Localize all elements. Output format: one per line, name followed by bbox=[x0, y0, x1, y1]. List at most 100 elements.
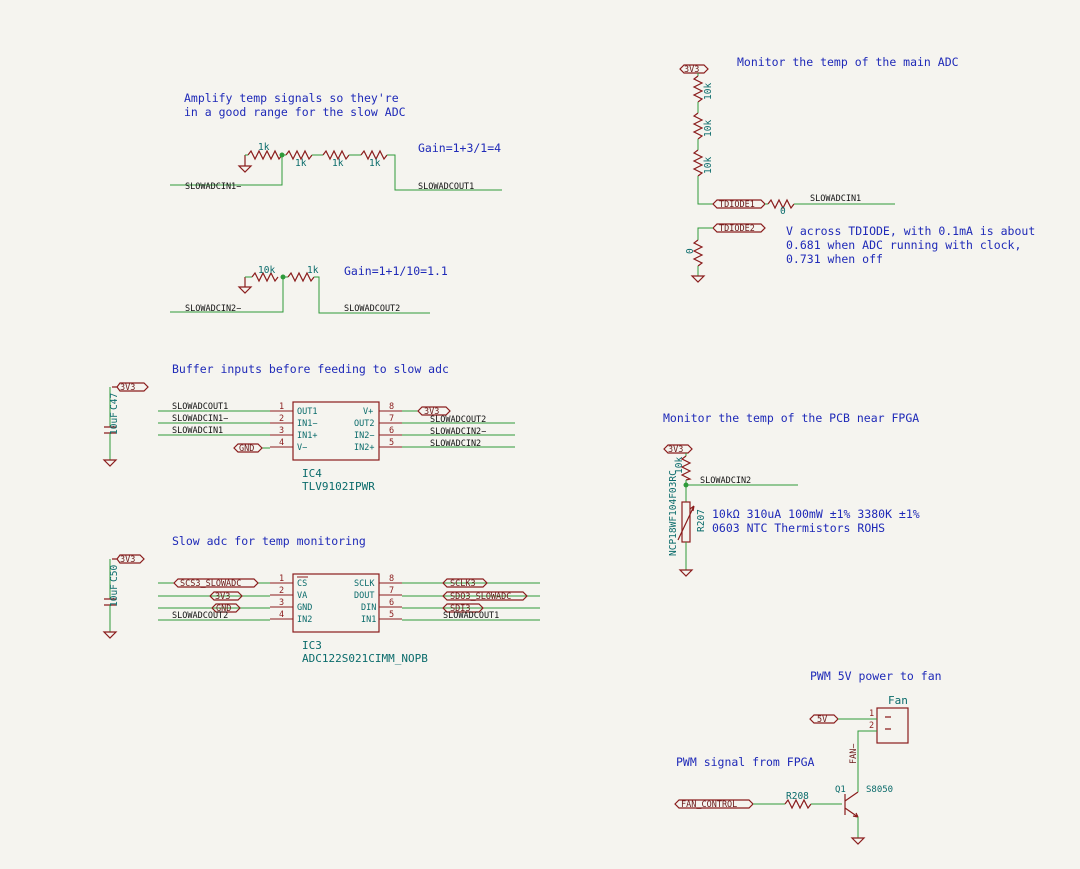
amp1-r1-value: 1k bbox=[258, 142, 270, 153]
power-flag-3v3 bbox=[112, 382, 149, 392]
net-label-slowadcin1-neg: SLOWADCIN1− bbox=[185, 182, 241, 192]
resistor-amp2-r2 bbox=[287, 271, 315, 283]
net-label-slowadcin2: SLOWADCIN2 bbox=[700, 476, 751, 486]
net-label-slowadcin2-neg: SLOWADCIN2− bbox=[185, 304, 241, 314]
svg-text:1: 1 bbox=[279, 574, 284, 584]
ic4-left-pins: 1 2 3 4 OUT1 IN1− IN1+ V− SLOWADCOUT1 SL… bbox=[158, 402, 317, 454]
svg-text:5V: 5V bbox=[817, 715, 827, 725]
svg-text:S8050: S8050 bbox=[866, 785, 893, 795]
thermistor-desc-line1: 10kΩ 310uA 100mW ±1% 3380K ±1% bbox=[712, 507, 920, 521]
svg-text:7: 7 bbox=[389, 414, 394, 424]
svg-text:TDIODE1: TDIODE1 bbox=[719, 200, 755, 210]
fan-connector-title: Fan bbox=[888, 694, 908, 707]
amp1-section: Amplify temp signals so they're in a goo… bbox=[170, 91, 502, 192]
ic3-left-pins: 1 2 3 4 CS VA GND IN2 SCS3_SLOWADC 3V3 G… bbox=[158, 574, 312, 625]
resistor-amp1-r4 bbox=[360, 149, 388, 161]
svg-text:CS: CS bbox=[297, 579, 307, 589]
resistor-amp2-r1 bbox=[251, 271, 279, 283]
resistor-amp1-r3 bbox=[322, 149, 350, 161]
svg-text:3V3: 3V3 bbox=[120, 555, 135, 565]
svg-text:TDIODE2: TDIODE2 bbox=[719, 224, 755, 234]
power-flag-3v3 bbox=[679, 64, 709, 74]
tdiode-note-line3: 0.731 when off bbox=[786, 252, 883, 266]
pwm-title: PWM 5V power to fan bbox=[810, 669, 942, 683]
svg-text:DIN: DIN bbox=[361, 603, 376, 613]
svg-text:GND: GND bbox=[297, 603, 312, 613]
power-flag-3v3 bbox=[112, 554, 145, 564]
svg-text:4: 4 bbox=[279, 438, 284, 448]
tdiode-note-line2: 0.681 when ADC running with clock, bbox=[786, 238, 1021, 252]
gnd-symbol bbox=[678, 569, 694, 577]
gnd-flag bbox=[211, 603, 241, 613]
svg-text:8: 8 bbox=[389, 402, 394, 412]
svg-text:OUT2: OUT2 bbox=[354, 419, 374, 429]
thermistor-desc-line2: 0603 NTC Thermistors ROHS bbox=[712, 521, 885, 535]
net-label: SLOWADCOUT1 bbox=[172, 402, 228, 412]
svg-text:7: 7 bbox=[389, 586, 394, 596]
resistor-amp1-r1 bbox=[247, 149, 283, 161]
transistor-q1 bbox=[844, 791, 859, 818]
svg-text:SCLK: SCLK bbox=[354, 579, 375, 589]
resistor-r208 bbox=[784, 798, 812, 810]
svg-text:IN1−: IN1− bbox=[297, 419, 317, 429]
amp1-r4-value: 1k bbox=[369, 158, 381, 169]
svg-text:GND: GND bbox=[216, 604, 231, 614]
svg-text:VA: VA bbox=[297, 591, 307, 601]
net-flag-sclk3 bbox=[442, 578, 488, 588]
ic4-right-pins: 8 7 6 5 V+ OUT2 IN2− IN2+ 3V3 SLOWADCOUT… bbox=[354, 402, 515, 453]
svg-text:8: 8 bbox=[389, 574, 394, 584]
pcb-monitor-section: Monitor the temp of the PCB near FPGA 3V… bbox=[663, 411, 920, 577]
svg-text:R207: R207 bbox=[696, 509, 707, 532]
power-flag-3v3 bbox=[663, 444, 693, 454]
cap-ref: C47 bbox=[109, 393, 120, 410]
monitor-main-title: Monitor the temp of the main ADC bbox=[737, 55, 959, 69]
svg-text:6: 6 bbox=[389, 598, 394, 608]
net-label: SLOWADCIN2 bbox=[430, 439, 481, 449]
svg-text:4: 4 bbox=[279, 610, 284, 620]
ic4-body bbox=[292, 401, 380, 461]
net-label: SLOWADCIN1 bbox=[172, 426, 223, 436]
svg-text:IN2−: IN2− bbox=[354, 431, 374, 441]
svg-text:2: 2 bbox=[279, 414, 284, 424]
ic3-ref: IC3 bbox=[302, 639, 322, 652]
svg-text:IN1+: IN1+ bbox=[297, 431, 317, 441]
net-label-slowadcin1: SLOWADCIN1 bbox=[810, 194, 861, 204]
svg-text:IN2: IN2 bbox=[297, 615, 312, 625]
svg-text:2: 2 bbox=[279, 586, 284, 596]
amp1-r3-value: 1k bbox=[332, 158, 344, 169]
svg-text:V−: V− bbox=[297, 443, 307, 453]
gnd-symbol bbox=[850, 837, 866, 845]
net-flag-sdi3 bbox=[442, 603, 484, 613]
power-flag-3v3 bbox=[417, 406, 451, 416]
resistor-tdiode-r3 bbox=[692, 149, 704, 177]
svg-text:Q1: Q1 bbox=[835, 785, 846, 795]
net-label: SLOWADCOUT2 bbox=[430, 415, 486, 425]
svg-text:OUT1: OUT1 bbox=[297, 407, 317, 417]
svg-text:R208: R208 bbox=[786, 791, 809, 802]
resistor-tdiode-bottom bbox=[692, 239, 704, 267]
resistor-tdiode-series bbox=[767, 198, 795, 210]
svg-text:2: 2 bbox=[869, 721, 874, 731]
svg-text:IN2+: IN2+ bbox=[354, 443, 374, 453]
ic4-section: Buffer inputs before feeding to slow adc… bbox=[102, 362, 515, 493]
ic3-right-pins: 8 7 6 5 SCLK DOUT DIN IN1 SCLK3 SDO3_SLO… bbox=[354, 574, 540, 625]
gain2-note: Gain=1+1/10=1.1 bbox=[344, 264, 448, 278]
net-label: SLOWADCIN2− bbox=[430, 427, 486, 437]
ic3-section: Slow adc for temp monitoring 3V3 10uF C5… bbox=[102, 534, 540, 665]
cap-value: 10uF bbox=[109, 412, 120, 435]
resistor-pcb bbox=[680, 455, 692, 481]
net-flag-tdiode2 bbox=[712, 223, 766, 233]
svg-text:6: 6 bbox=[389, 426, 394, 436]
svg-text:10uF: 10uF bbox=[109, 584, 120, 607]
svg-text:3V3: 3V3 bbox=[215, 592, 230, 602]
gnd-symbol-amp1 bbox=[237, 155, 253, 173]
amp-title-line1: Amplify temp signals so they're bbox=[184, 91, 399, 105]
amp2-section: Gain=1+1/10=1.1 10k 1k SLOWADCIN2− SLOWA… bbox=[170, 264, 448, 314]
ic3-body bbox=[292, 573, 380, 633]
ic4-decoupling-cap: 3V3 10uF C47 bbox=[102, 382, 149, 467]
net-flag-sdo3 bbox=[442, 591, 528, 601]
resistor-tdiode-r1 bbox=[692, 75, 704, 103]
fan-neg-net: FAN− bbox=[849, 744, 859, 764]
svg-text:3V3: 3V3 bbox=[684, 65, 699, 75]
svg-text:SDO3_SLOWADC: SDO3_SLOWADC bbox=[450, 592, 511, 602]
